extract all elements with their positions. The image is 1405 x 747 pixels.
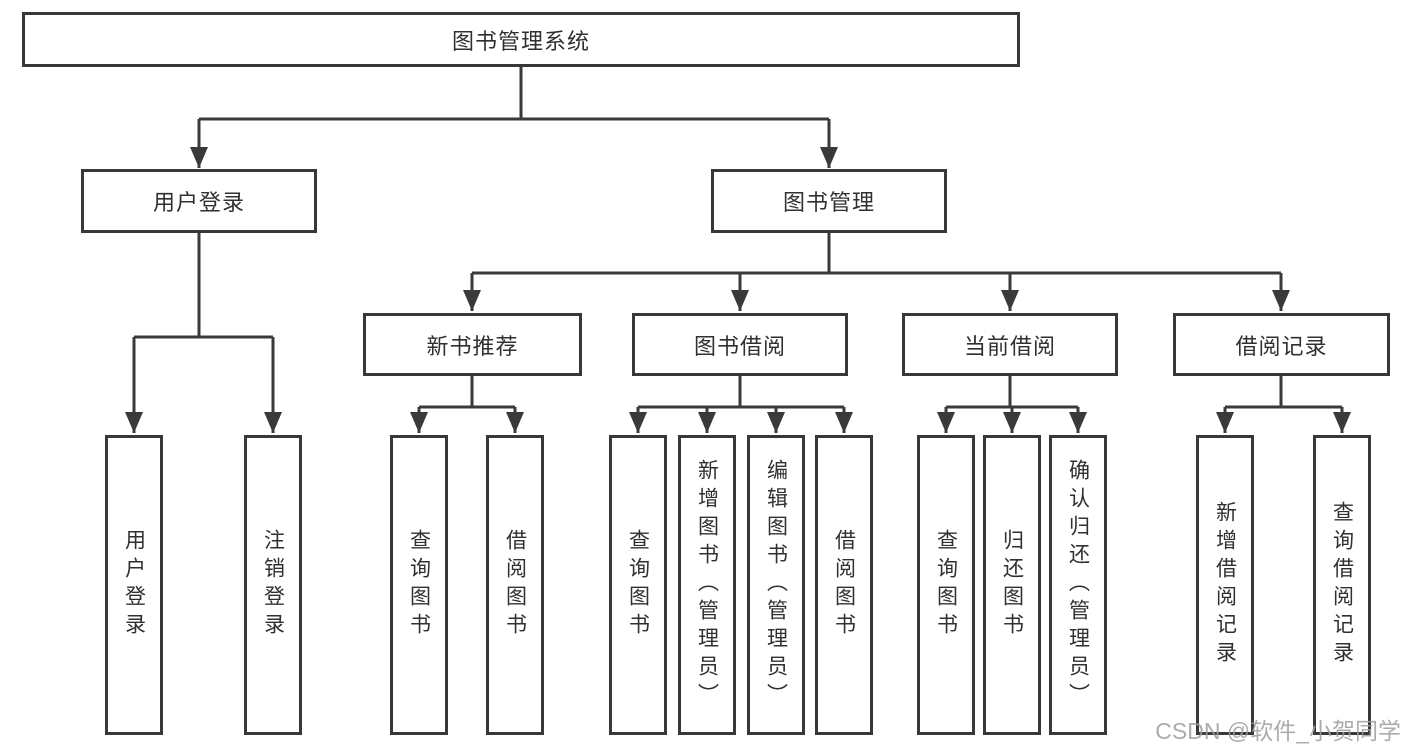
leaf-label: 编辑图书（管理员）	[764, 459, 788, 711]
leaf-user-login: 用户登录	[105, 435, 163, 735]
leaf-label: 查询图书	[934, 529, 958, 641]
leaf-query-books-borrowing: 查询图书	[609, 435, 667, 735]
node-new-book-recommendation: 新书推荐	[363, 313, 582, 376]
leaf-confirm-return-admin: 确认归还（管理员）	[1049, 435, 1107, 735]
leaf-query-books-recommendation: 查询图书	[390, 435, 448, 735]
leaf-label: 注销登录	[261, 529, 285, 641]
node-library-management-system: 图书管理系统	[22, 12, 1020, 67]
leaf-borrow-books: 借阅图书	[815, 435, 873, 735]
node-label: 借阅记录	[1235, 333, 1328, 359]
leaf-edit-books-admin: 编辑图书（管理员）	[747, 435, 805, 735]
node-book-borrowing: 图书借阅	[632, 313, 848, 376]
node-borrowing-records: 借阅记录	[1173, 313, 1390, 376]
leaf-label: 确认归还（管理员）	[1066, 459, 1090, 711]
node-label: 用户登录	[152, 190, 245, 215]
node-label: 当前借阅	[963, 333, 1056, 359]
leaf-label: 借阅图书	[503, 529, 527, 641]
node-current-borrowing: 当前借阅	[902, 313, 1118, 376]
leaf-borrow-books-recommendation: 借阅图书	[486, 435, 544, 735]
leaf-label: 查询图书	[407, 529, 431, 641]
csdn-watermark: CSDN @软件_小贺同学	[1155, 718, 1401, 744]
leaf-label: 归还图书	[1000, 529, 1024, 641]
leaf-label: 新增图书（管理员）	[695, 459, 719, 711]
leaf-label: 新增借阅记录	[1213, 501, 1237, 669]
node-label: 图书管理系统	[451, 28, 590, 54]
leaf-label: 查询借阅记录	[1330, 501, 1354, 669]
node-label: 新书推荐	[426, 333, 519, 359]
node-user-login: 用户登录	[81, 169, 317, 233]
leaf-query-borrow-record: 查询借阅记录	[1313, 435, 1371, 735]
node-label: 图书借阅	[693, 333, 786, 359]
leaf-add-borrow-record: 新增借阅记录	[1196, 435, 1254, 735]
leaf-label: 查询图书	[626, 529, 650, 641]
node-label: 图书管理	[782, 190, 875, 215]
leaf-label: 借阅图书	[832, 529, 856, 641]
leaf-add-books-admin: 新增图书（管理员）	[678, 435, 736, 735]
leaf-return-books: 归还图书	[983, 435, 1041, 735]
leaf-label: 用户登录	[122, 529, 146, 641]
node-book-management: 图书管理	[711, 169, 947, 233]
leaf-query-books-current: 查询图书	[917, 435, 975, 735]
leaf-logout: 注销登录	[244, 435, 302, 735]
